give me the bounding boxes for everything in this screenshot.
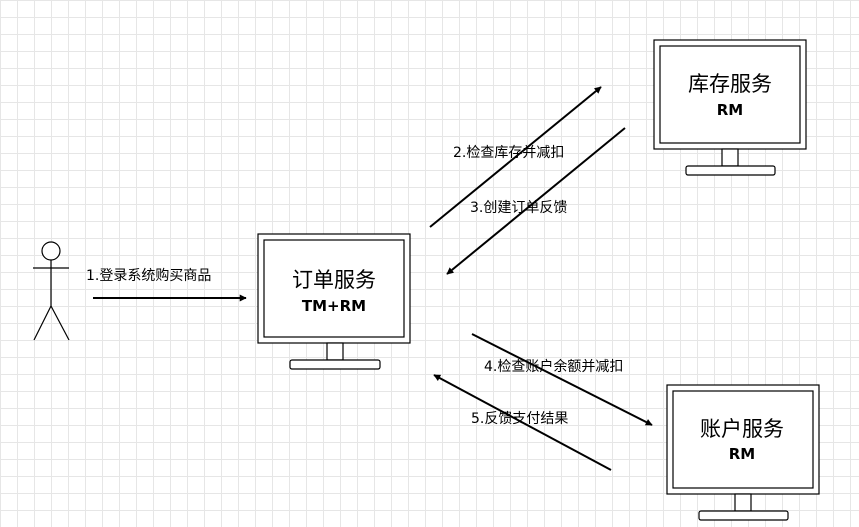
- edge-step3-arrow: [446, 127, 626, 275]
- monitor-icon: [257, 233, 411, 370]
- edge-step2-arrow: [429, 86, 602, 228]
- edge-step3-label: 3.创建订单反馈: [470, 200, 567, 216]
- account-service-node: 账户服务 RM: [666, 384, 820, 521]
- edge-step2-label: 2.检查库存并减扣: [453, 145, 564, 161]
- inventory-service-subtitle: RM: [717, 101, 743, 119]
- order-service-subtitle: TM+RM: [302, 297, 366, 315]
- user-actor-icon: [33, 241, 70, 341]
- edge-step1-label: 1.登录系统购买商品: [86, 268, 211, 284]
- edge-step4-arrow: [471, 333, 653, 426]
- edge-step5-arrow: [433, 374, 612, 471]
- account-service-subtitle: RM: [729, 445, 755, 463]
- order-service-title: 订单服务: [292, 268, 376, 292]
- edge-step5-label: 5.反馈支付结果: [471, 411, 568, 427]
- inventory-service-title: 库存服务: [688, 72, 772, 96]
- account-service-title: 账户服务: [700, 417, 784, 441]
- inventory-service-node: 库存服务 RM: [653, 39, 807, 176]
- monitor-icon: [666, 384, 820, 521]
- order-service-node: 订单服务 TM+RM: [257, 233, 411, 370]
- edge-step4-label: 4.检查账户余额并减扣: [484, 358, 623, 375]
- monitor-icon: [653, 39, 807, 176]
